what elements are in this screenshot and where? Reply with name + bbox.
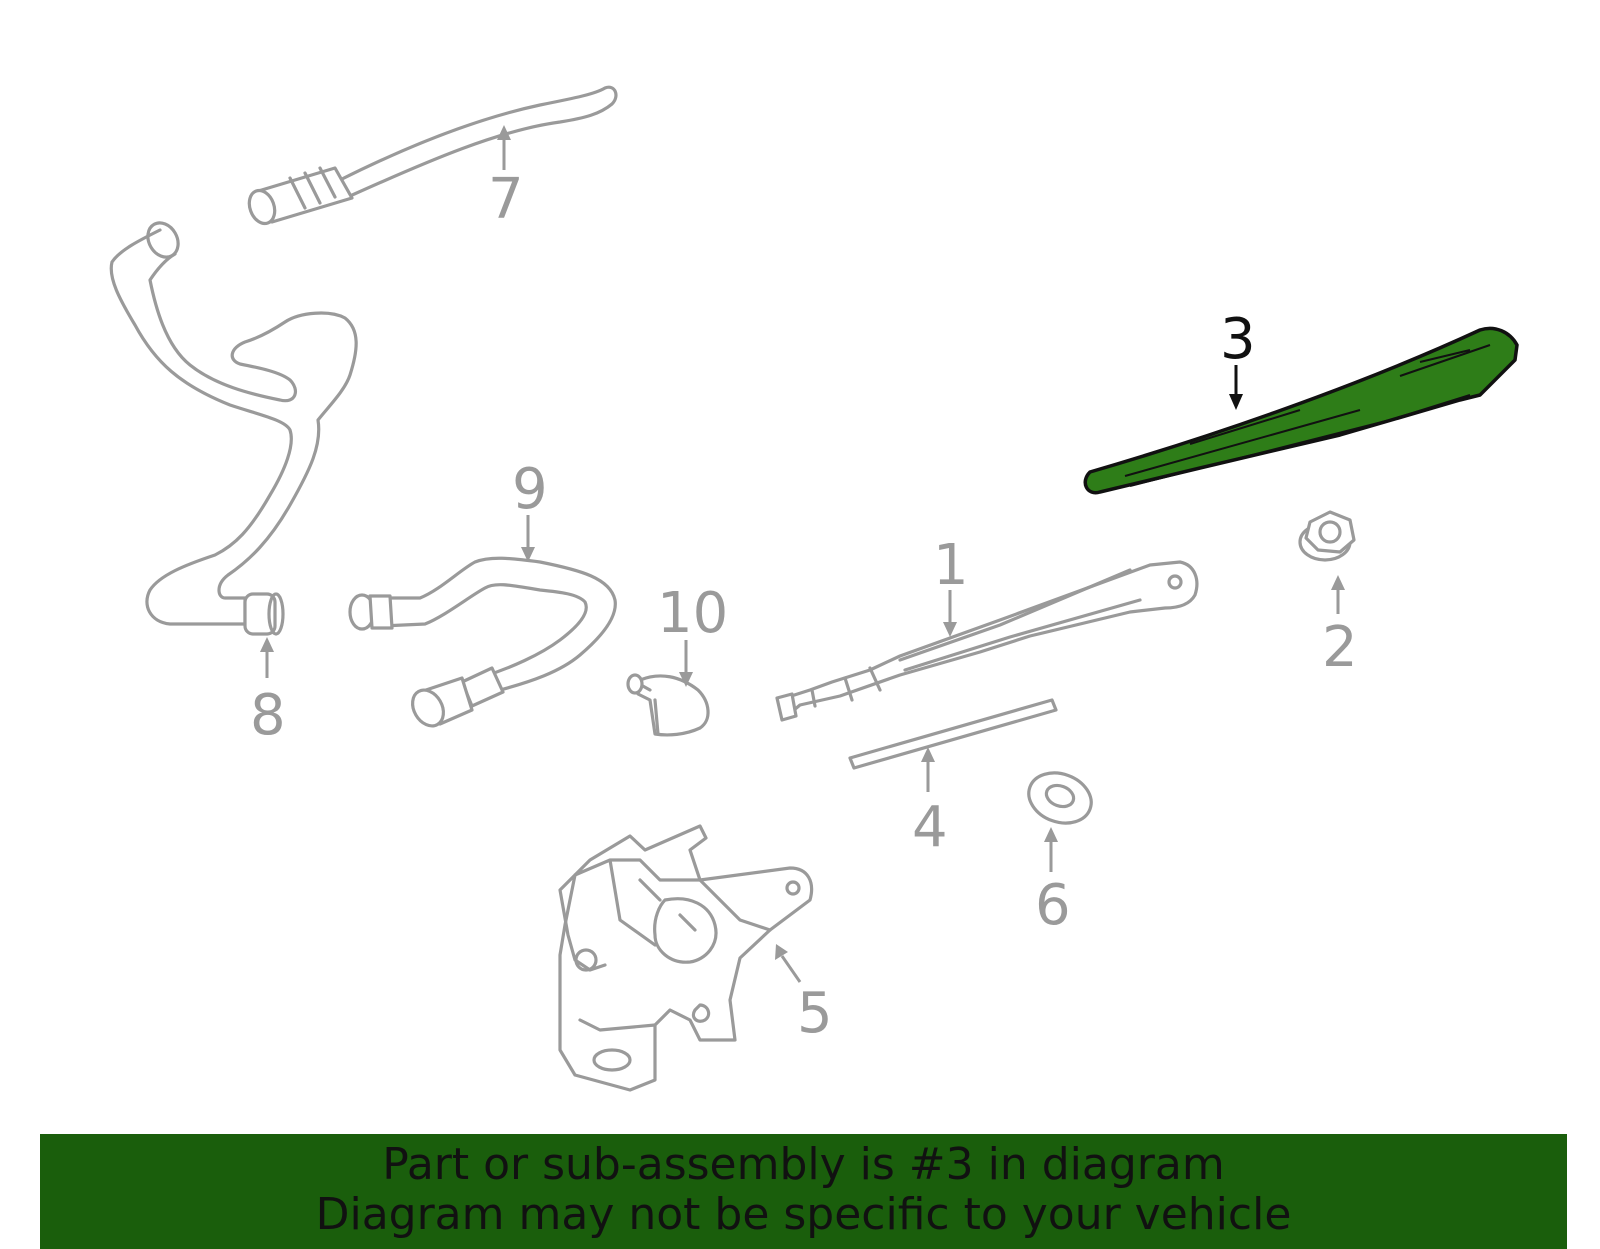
callout-1: 1 [933, 533, 969, 598]
part-5-wiper-motor[interactable] [558, 824, 814, 1092]
part-3-wiper-arm-cover[interactable] [1083, 326, 1519, 495]
banner-line-1: Part or sub-assembly is #3 in diagram [382, 1139, 1225, 1190]
callout-2: 2 [1322, 615, 1358, 680]
part-8-hose[interactable] [109, 217, 358, 636]
part-7-hose[interactable] [245, 85, 618, 227]
callout-labels: 7 8 9 10 1 2 4 6 5 3 [250, 167, 1358, 1046]
callout-7: 7 [488, 167, 524, 232]
callout-10: 10 [657, 581, 728, 646]
part-4-blade-strip[interactable] [848, 698, 1058, 770]
part-6-grommet[interactable] [1022, 765, 1099, 832]
callout-4: 4 [912, 795, 948, 860]
part-1-wiper-arm[interactable] [775, 560, 1199, 722]
part-10-nozzle[interactable] [626, 673, 710, 737]
callout-8: 8 [250, 683, 286, 748]
callout-9: 9 [512, 457, 548, 522]
callout-3: 3 [1220, 307, 1256, 372]
banner-line-2: Diagram may not be specific to your vehi… [315, 1189, 1292, 1240]
callout-arrows [260, 125, 1345, 983]
part-9-hose[interactable] [348, 556, 617, 731]
part-2-nut[interactable] [1298, 510, 1356, 562]
callout-6: 6 [1035, 873, 1071, 938]
callout-5: 5 [797, 981, 833, 1046]
info-banner: Part or sub-assembly is #3 in diagram Di… [40, 1134, 1567, 1249]
